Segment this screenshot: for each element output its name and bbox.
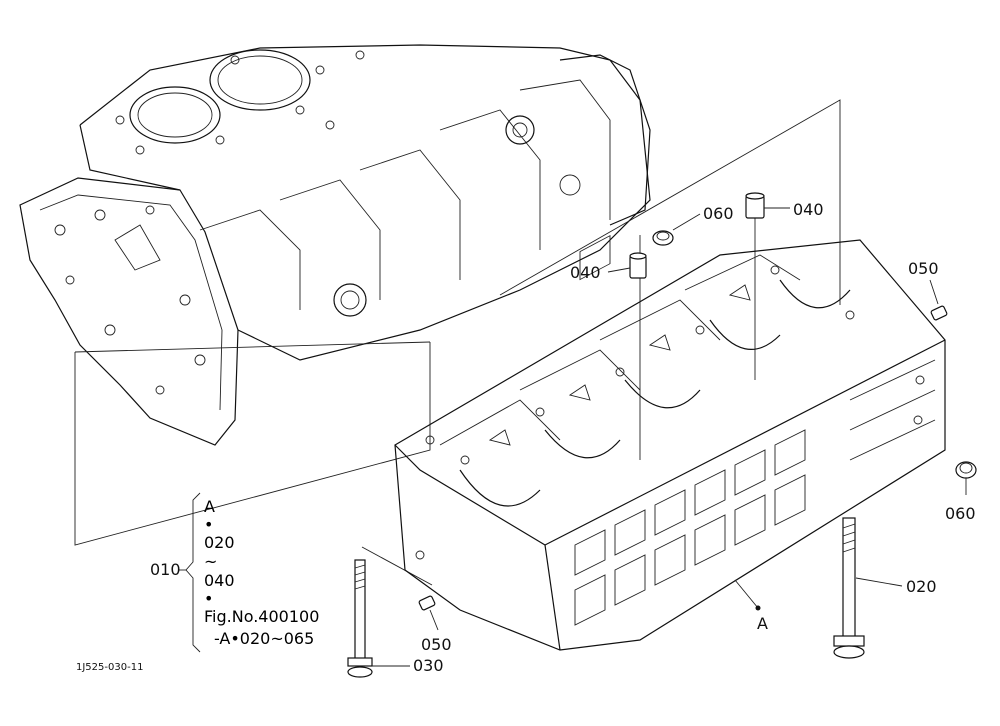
bolt-020 <box>833 517 903 659</box>
label-040-mid: 040 <box>570 263 601 282</box>
ref-a-marker <box>734 579 761 611</box>
label-060-top: 060 <box>703 204 734 223</box>
bolt-030 <box>347 559 410 678</box>
callout-line-5: 040 <box>204 571 235 590</box>
pin-040-top <box>745 192 790 219</box>
callout-line-7: Fig.No.400100 <box>204 607 320 626</box>
pin-040-mid <box>607 252 647 279</box>
callout-line-6: • <box>204 589 214 608</box>
plug-060-right <box>955 461 977 495</box>
label-ref-a: A <box>757 614 768 633</box>
plug-060-top <box>652 213 701 246</box>
label-050-right: 050 <box>908 259 939 278</box>
figure-code: 1J525-030-11 <box>76 662 144 673</box>
pin-050-right <box>929 279 948 321</box>
label-030: 030 <box>413 656 444 675</box>
label-020-right: 020 <box>906 577 937 596</box>
callout-line-8: -A•020~065 <box>214 629 315 648</box>
callout-line-4: ~ <box>204 552 218 571</box>
label-060-right: 060 <box>945 504 976 523</box>
callout-line-1: A <box>204 497 215 516</box>
explode-guides <box>74 99 841 586</box>
label-010: 010 <box>150 560 181 579</box>
upper-crankcase <box>19 44 651 446</box>
callout-bracket-010 <box>178 492 201 653</box>
callout-line-2: • <box>204 515 214 534</box>
lower-crankcase <box>394 234 946 651</box>
pin-050-bottom <box>418 595 439 631</box>
label-050-bottom: 050 <box>421 635 452 654</box>
callout-line-3: 020 <box>204 533 235 552</box>
callout-010-contents: A • 020 ~ 040 • Fig.No.400100 -A•020~065 <box>204 496 319 650</box>
label-040-top: 040 <box>793 200 824 219</box>
